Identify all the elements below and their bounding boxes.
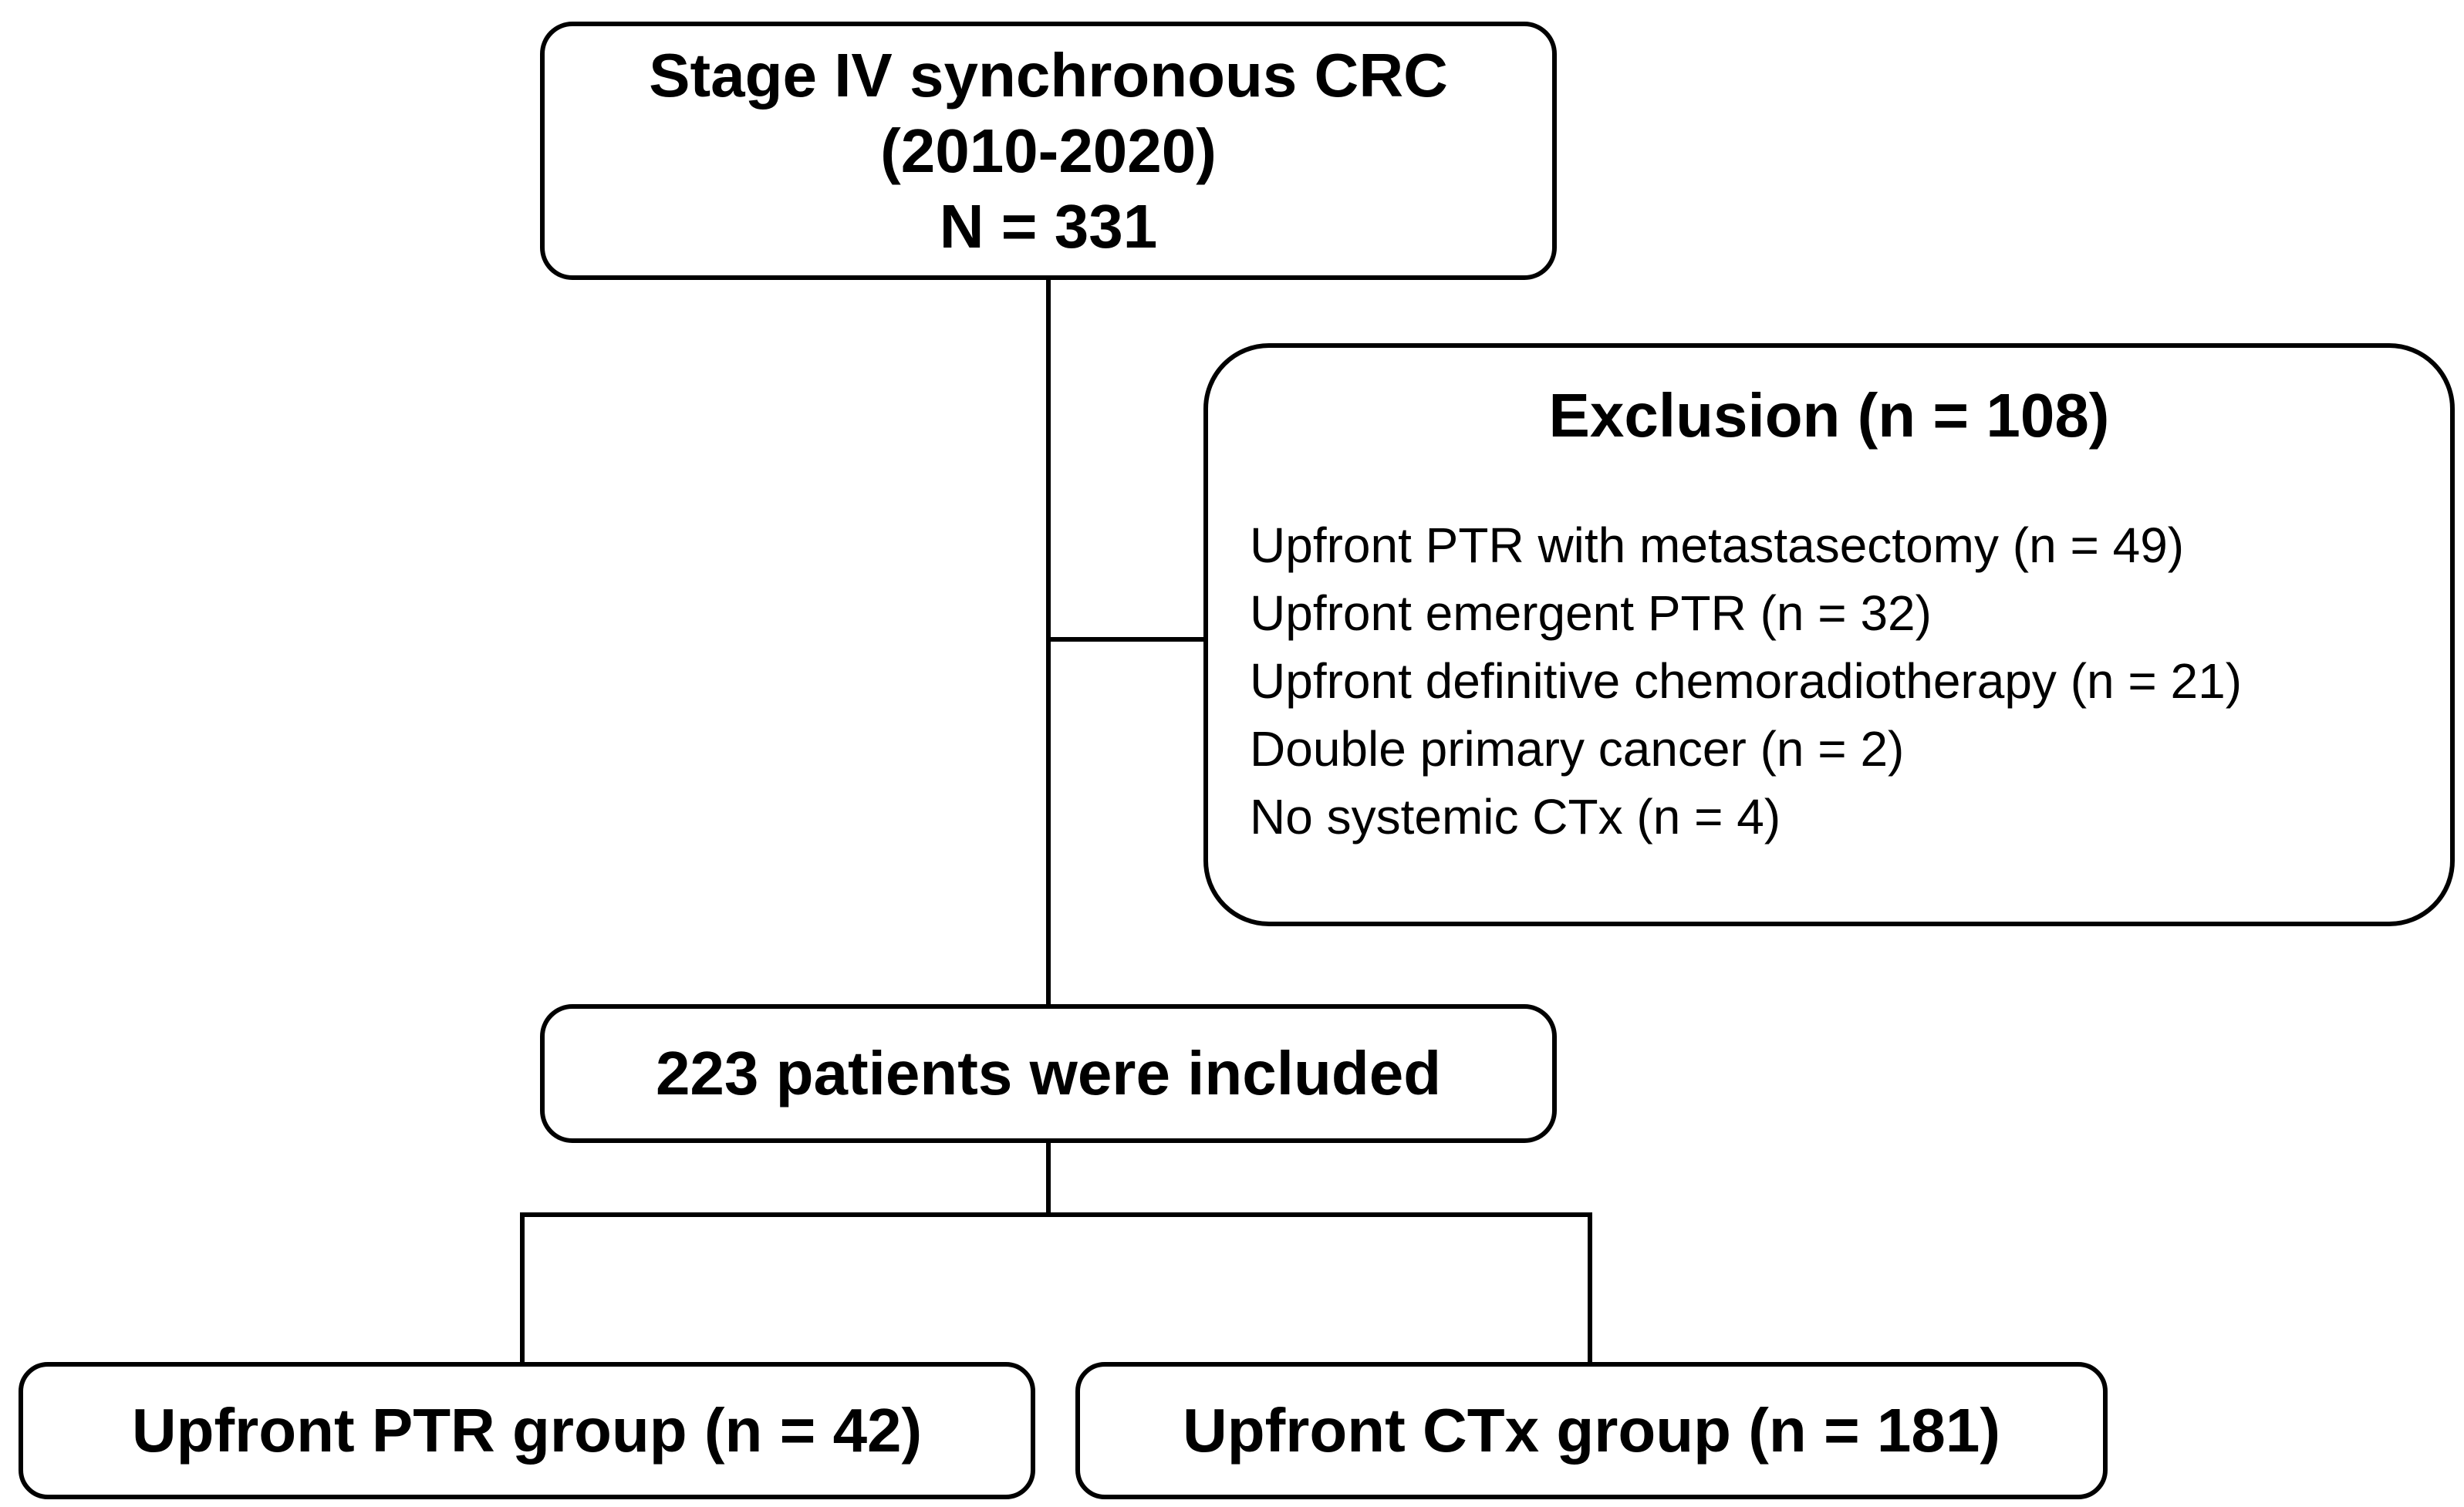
connector-right-drop <box>1588 1212 1592 1364</box>
exclusion-item: Upfront definitive chemoradiotherapy (n … <box>1250 653 2243 709</box>
exclusion-item: No systemic CTx (n = 4) <box>1250 789 1781 845</box>
exclusion-item: Upfront emergent PTR (n = 32) <box>1250 585 1932 641</box>
node-stage-iv-crc: Stage IV synchronous CRC (2010-2020) N =… <box>540 22 1557 280</box>
population-line-3: N = 331 <box>939 191 1158 261</box>
node-upfront-ctx-group: Upfront CTx group (n = 181) <box>1075 1362 2108 1499</box>
population-line-2: (2010-2020) <box>880 116 1217 185</box>
connector-exclusion-branch <box>1046 637 1205 642</box>
connector-split-horizontal <box>520 1212 1592 1217</box>
population-line-1: Stage IV synchronous CRC <box>649 40 1448 110</box>
exclusion-item: Upfront PTR with metastasectomy (n = 49) <box>1250 518 2185 573</box>
included-label: 223 patients were included <box>655 1039 1442 1107</box>
exclusion-title: Exclusion (n = 108) <box>1548 381 2110 450</box>
exclusion-item-list: Upfront PTR with metastasectomy (n = 49)… <box>1239 511 2419 851</box>
node-upfront-ptr-group: Upfront PTR group (n = 42) <box>19 1362 1035 1499</box>
connector-included-to-split <box>1046 1141 1051 1217</box>
node-exclusion: Exclusion (n = 108) Upfront PTR with met… <box>1203 343 2455 926</box>
exclusion-item: Double primary cancer (n = 2) <box>1250 721 1905 777</box>
connector-left-drop <box>520 1212 525 1364</box>
upfront-ptr-label: Upfront PTR group (n = 42) <box>131 1396 923 1465</box>
upfront-ctx-label: Upfront CTx group (n = 181) <box>1183 1396 2000 1465</box>
connector-population-to-included <box>1046 278 1051 1006</box>
node-included: 223 patients were included <box>540 1004 1557 1143</box>
